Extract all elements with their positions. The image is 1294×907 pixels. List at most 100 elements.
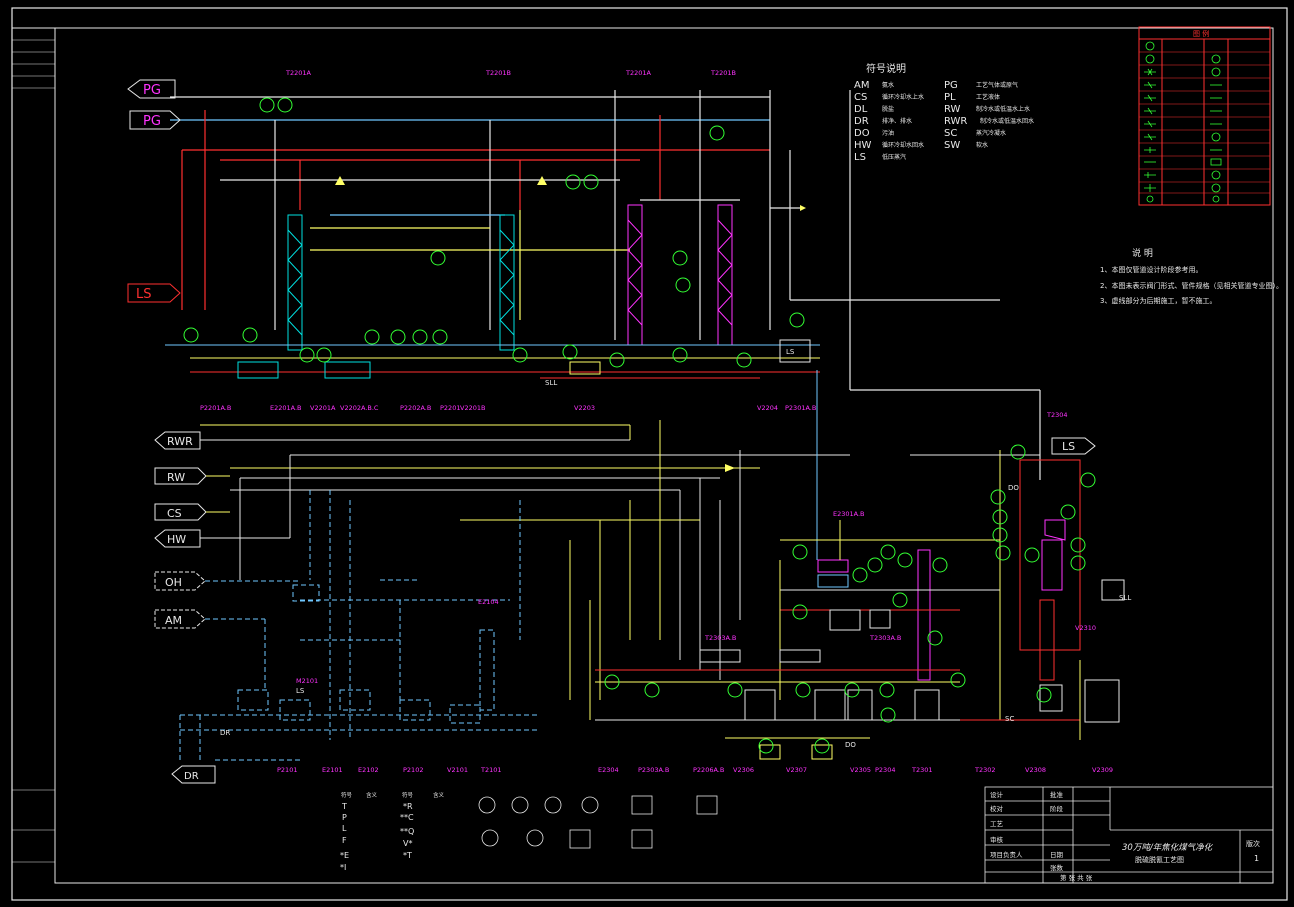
code-am: AM [854,80,869,91]
desc-pg: 工艺气体或原气 [976,81,1018,89]
note-2: 2、本图未表示阀门形式、管件规格（见相关管道专业图）。 [1100,281,1283,290]
equip-tag: P2304 [875,766,895,774]
tag-ls-1 [127,283,181,303]
margin-grid [12,39,55,863]
desc-dl: 脱盐 [882,105,894,113]
notes-title: 说 明 [1132,247,1153,259]
legend-rows [1139,51,1270,194]
equip-tag: V2305 [850,766,871,774]
inst-code: *I [340,863,346,872]
inst-code: *E [340,851,349,860]
instrument-legend-header: 含义 [433,791,445,799]
process-label: SLL [1119,594,1131,602]
equip-tag: E2104 [478,598,499,606]
instrument-legend-header: 符号 [341,791,353,799]
desc-dr: 排净、排水 [882,117,912,125]
inst-code: **Q [400,827,414,836]
equip-tag: P2301A.B [785,404,816,412]
inst-code: L [342,824,347,833]
equip-tag: E2301A.B [833,510,865,518]
tb-row-design: 设计 [990,790,1004,799]
symbol-legend-box [1138,26,1271,206]
equip-tag: T2303A.B [869,634,901,642]
desc-cs: 循环冷却水上水 [882,93,924,101]
version-label: 版次 [1246,839,1260,848]
code-rwr: RWR [944,116,967,127]
tag-ls-2 [1051,437,1096,455]
code-sc: SC [944,128,957,139]
tb-row-check: 校对 [990,804,1004,813]
equip-tag: V2202A.B.C [340,404,379,412]
tag-dr [171,765,216,784]
stream-tag-ls-1: LS [136,287,152,302]
process-label: LS [296,687,305,695]
equip-tag: P2101 [277,766,297,774]
code-pl: PL [944,92,956,103]
stream-tag-cs: CS [167,507,182,520]
symbol-explanation: 符号说明 AM CS DL DR DO HW LS 氨水 循环冷却水上水 脱盐 … [854,29,1209,163]
flow-arrows [335,176,806,472]
process-label: DO [1008,484,1019,492]
equip-tag: V2307 [786,766,807,774]
equip-tag: P2102 [403,766,423,774]
absorber-tower-b [499,214,515,351]
tag-pg-1 [127,79,176,99]
equip-tag: T2101 [480,766,502,774]
note-3: 3、虚线部分为后期施工，暂不施工。 [1100,296,1216,305]
code-ls: LS [854,152,866,163]
code-pg: PG [944,80,958,91]
stream-tag-am: AM [165,614,182,627]
equip-tag: V2308 [1025,766,1046,774]
instrument-legend-header: 含义 [366,791,378,799]
equip-tag: V2310 [1075,624,1096,632]
stream-tag-rwr: RWR [167,435,193,448]
desc-rw: 制冷水或低温水上水 [976,105,1030,113]
instrument-legend-symbols [478,795,718,849]
tb-date: 日期 [1050,851,1064,859]
desc-pl: 工艺液体 [976,93,1000,101]
notes: 说 明 1、本图仅管道设计阶段参考用。 2、本图未表示阀门形式、管件规格（见相关… [1100,247,1283,305]
equip-tag: V2101 [447,766,468,774]
code-rw: RW [944,104,961,115]
stream-tag-ls-2: LS [1062,440,1075,453]
code-dr: DR [854,116,869,127]
regen-tower-b [717,204,733,346]
title-block-text: 设计 校对 工艺 审核 项目负责人 批准 阶段 日期 张数 第 张 共 张 30… [990,790,1260,882]
tb-sheet-count: 第 张 共 张 [1060,873,1093,882]
equip-tag: T2301 [911,766,933,774]
legend-symbols [1144,41,1222,203]
inst-code: *R [403,802,413,811]
process-label: SC [1005,715,1014,723]
equip-tag: M2101 [296,677,318,685]
equip-tag: P2202A.B [400,404,431,412]
code-do: DO [854,128,870,139]
equip-tag: T2302 [974,766,996,774]
tag-pg-2 [129,110,181,130]
process-small-labels: DO SC DO LS SLL SLL LS DR [220,348,1131,749]
regen-tower-a [627,204,643,346]
pump-header [165,339,820,379]
instrument-legend-header: 符号 [402,791,414,799]
inst-code: V* [403,839,412,848]
equip-tag: T2201A [625,69,652,77]
equip-tag: T2304 [1046,411,1068,419]
version-number: 1 [1254,854,1259,863]
stream-tag-rw: RW [167,471,185,484]
process-label: SLL [545,379,557,387]
code-hw: HW [854,140,872,151]
stream-tag-dr: DR [184,771,199,782]
equip-tag: E2201A.B [270,404,302,412]
drawing-name: 脱硫脱氰工艺图 [1135,855,1184,864]
outer-frame [11,7,1288,901]
process-label: DR [220,729,230,737]
gas-header-lines [170,90,1041,480]
legend-box-title: 图 例 [1193,29,1209,38]
equip-tag: V2306 [733,766,754,774]
tb-row-pm: 项目负责人 [990,850,1023,859]
stream-tag-hw: HW [167,533,186,546]
tb-sheets: 张数 [1050,863,1064,872]
equip-tag: E2101 [322,766,343,774]
equip-tag: T2201B [710,69,736,77]
equip-tag: V2201A [310,404,336,412]
